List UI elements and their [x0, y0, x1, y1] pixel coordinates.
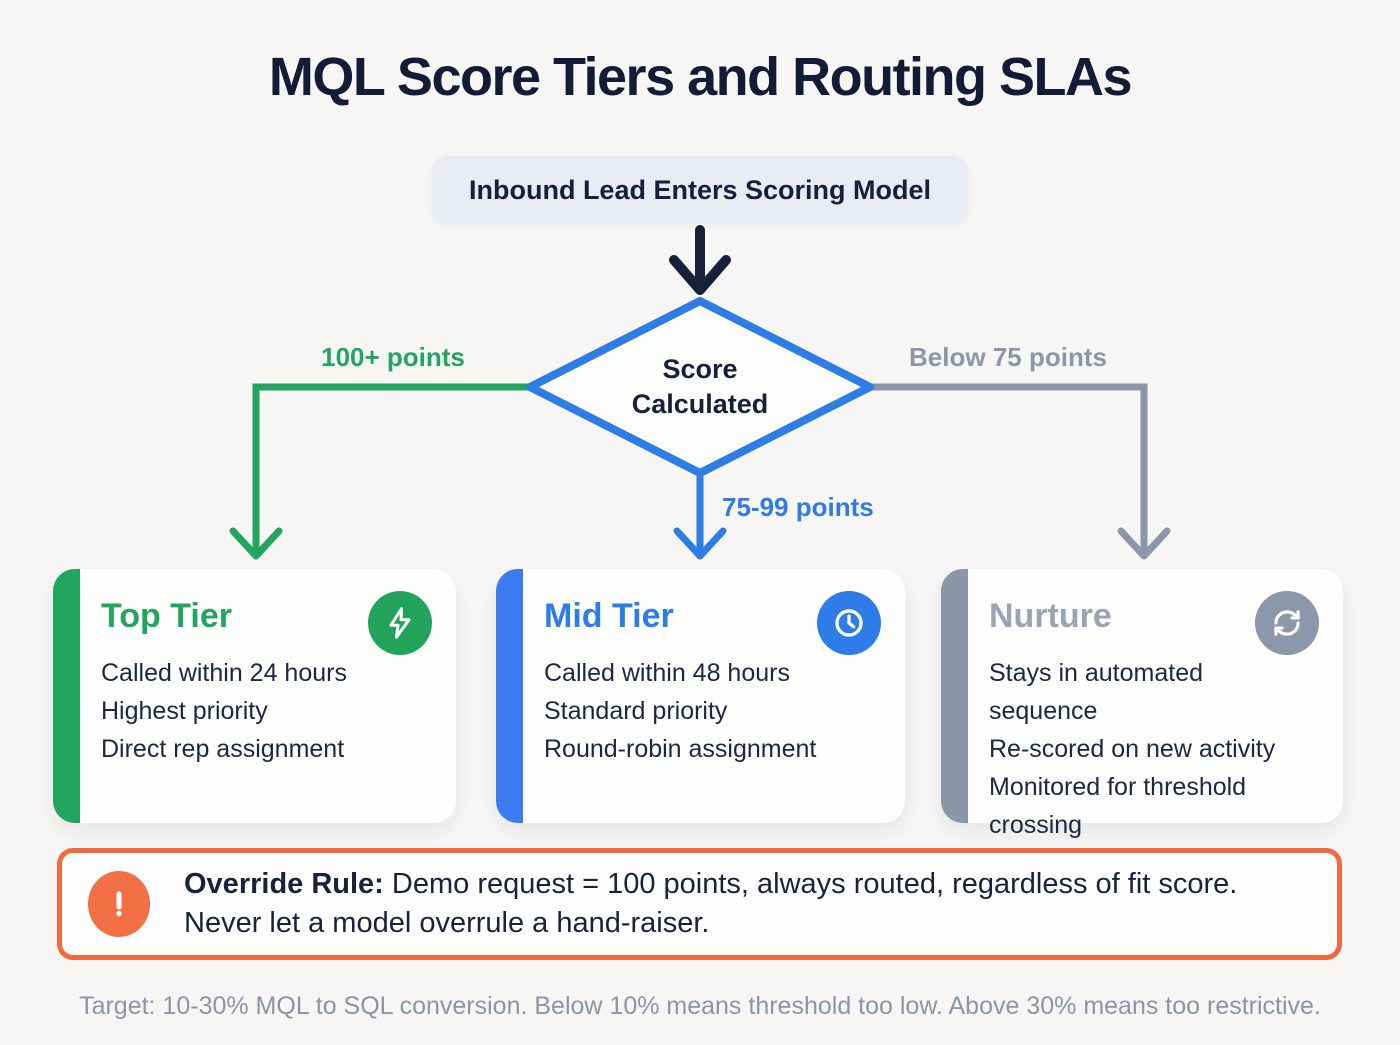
tier-line: Direct rep assignment	[101, 735, 345, 764]
card-accent-bar	[941, 569, 968, 823]
clock-icon	[817, 591, 881, 655]
tier-title: Top Tier	[101, 597, 232, 635]
branch-label-100-plus: 100+ points	[321, 342, 465, 372]
tier-card-mid-tier: Mid Tier Called within 48 hours Standard…	[496, 569, 905, 823]
tier-title: Mid Tier	[544, 597, 674, 635]
lightning-icon	[368, 591, 432, 655]
arrow-branch-green	[229, 383, 540, 560]
refresh-icon	[1255, 591, 1319, 655]
branch-label-below-75: Below 75 points	[909, 342, 1107, 372]
override-rule-label: Override Rule:	[184, 868, 384, 900]
decision-label: Score Calculated	[631, 354, 769, 420]
tier-title: Nurture	[989, 597, 1112, 635]
tier-line: Round-robin assignment	[544, 735, 817, 764]
tier-line: Stays in automated sequence	[989, 659, 1204, 726]
target-note: Target: 10-30% MQL to SQL conversion. Be…	[79, 992, 1321, 1020]
arrow-branch-blue	[673, 466, 727, 560]
override-rule-callout: Override Rule: Demo request = 100 points…	[57, 848, 1342, 960]
alert-icon	[88, 871, 150, 937]
arrow-down-dark	[669, 225, 731, 295]
tier-line: Re-scored on new activity	[989, 735, 1276, 764]
arrow-branch-gray	[864, 383, 1171, 560]
tier-line: Standard priority	[544, 697, 728, 726]
page-title: MQL Score Tiers and Routing SLAs	[268, 47, 1133, 107]
tier-line: Monitored for threshold crossing	[989, 773, 1247, 840]
branch-label-75-99: 75-99 points	[722, 492, 874, 522]
tier-line: Called within 48 hours	[544, 659, 790, 688]
override-rule-line2: Never let a model overrule a hand-raiser…	[184, 907, 710, 939]
card-accent-bar	[496, 569, 523, 823]
tier-card-nurture: Nurture Stays in automated sequence Re-s…	[941, 569, 1343, 839]
flow-start-label: Inbound Lead Enters Scoring Model	[468, 174, 932, 205]
tier-line: Highest priority	[101, 697, 268, 726]
override-rule-text: Override Rule: Demo request = 100 points…	[184, 865, 1237, 943]
flow-start-node: Inbound Lead Enters Scoring Model	[432, 156, 968, 224]
card-accent-bar	[53, 569, 80, 823]
tier-line: Called within 24 hours	[101, 659, 347, 688]
override-rule-line1: Demo request = 100 points, always routed…	[391, 868, 1238, 900]
tier-card-top-tier: Top Tier Called within 24 hours Highest …	[53, 569, 456, 823]
